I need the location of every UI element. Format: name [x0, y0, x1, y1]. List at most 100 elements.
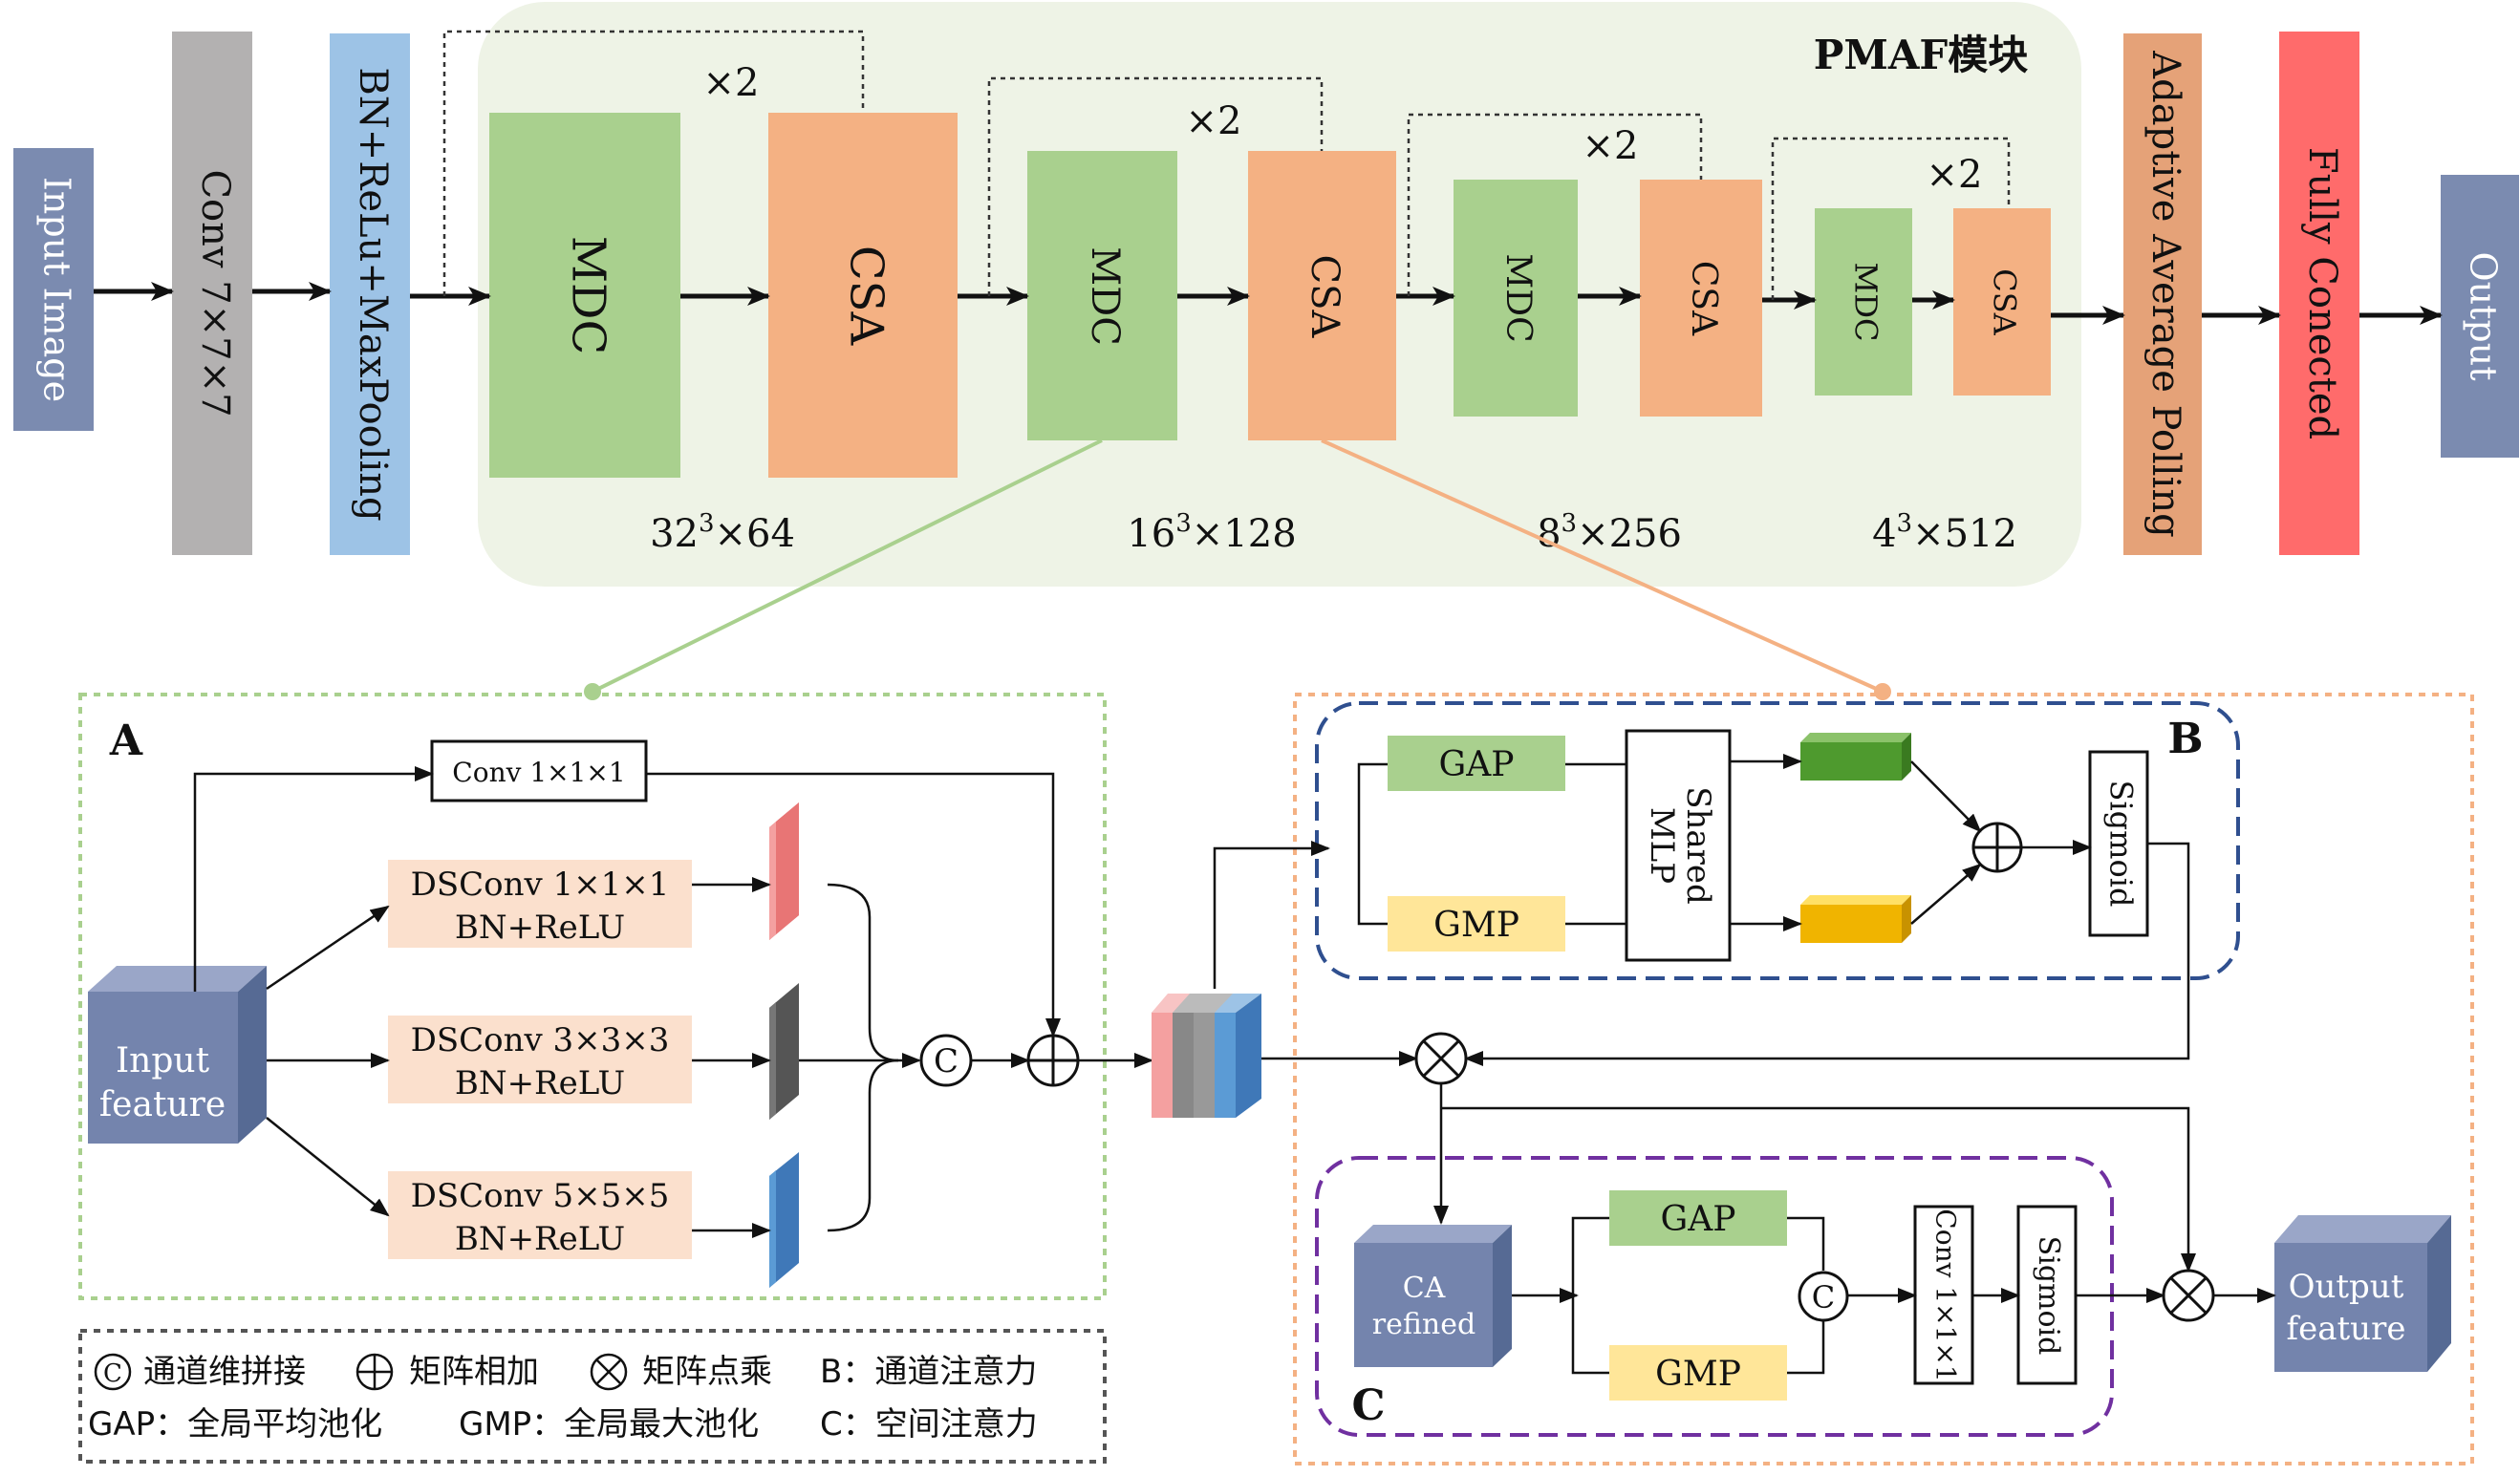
pink-feature-slab — [769, 802, 799, 940]
repeat-label-2: ×2 — [1186, 99, 1242, 143]
input-feature-line2: feature — [99, 1085, 226, 1124]
conv-label: Conv 7×7×7 — [193, 169, 237, 417]
legend-concat-icon-glyph: C — [103, 1359, 122, 1388]
legend: C 通道维拼接 矩阵相加 矩阵点乘 B：通道注意力 GAP：全局平均池化 GMP… — [78, 1329, 1107, 1464]
ca-refined-line1: CA — [1403, 1272, 1446, 1305]
concat-symbol-a: C — [934, 1042, 958, 1080]
csa-detail-connector — [1321, 439, 1884, 694]
top-arrows — [94, 282, 2443, 325]
repeat-label-4: ×2 — [1927, 153, 1983, 197]
input-image-block — [13, 148, 94, 431]
gmp-box-c — [1609, 1345, 1787, 1401]
csa-detail-connector-dot — [1874, 683, 1891, 700]
csa-label-3: CSA — [1684, 261, 1723, 336]
csa-label-1: CSA — [840, 246, 894, 347]
pmaf-title: PMAF模块 — [1814, 32, 2028, 78]
gap-label-c: GAP — [1661, 1200, 1736, 1239]
panel-b-arrows — [1213, 754, 2190, 1066]
mdc-label-4: MDC — [1848, 263, 1885, 342]
legend-add-icon — [355, 1353, 394, 1391]
legend-concat-icon — [94, 1353, 132, 1391]
shared-mlp-line2: MLP — [1643, 807, 1681, 884]
adaptive-pool-label: Adaptive Average Polling — [2143, 50, 2187, 537]
panel-a-label: A — [109, 717, 143, 765]
bn-relu-pool-label: BN+ReLu+MaxPooling — [351, 67, 395, 521]
dsconv3-line2: BN+ReLU — [455, 1064, 625, 1102]
panel-csa-frame — [1293, 693, 2474, 1465]
blue-feature-slab — [769, 1152, 799, 1288]
legend-gmp-text: GMP：全局最大池化 — [459, 1405, 759, 1444]
output-feature-line1: Output — [2289, 1268, 2404, 1306]
legend-mult-text: 矩阵点乘 — [642, 1353, 772, 1391]
input-image-label: Input Image — [36, 177, 78, 402]
gray-feature-slab — [769, 983, 799, 1120]
mdc-detail-connector-dot — [584, 683, 601, 700]
gmp-feature-bar — [1800, 895, 1911, 943]
csa-block-2 — [1248, 151, 1396, 440]
repeat-label-3: ×2 — [1583, 124, 1639, 168]
repeat-loops — [442, 30, 2011, 300]
mdc-label-1: MDC — [562, 236, 615, 354]
mdc-block-1 — [489, 113, 680, 478]
gmp-box-b — [1388, 896, 1565, 952]
csa-label-2: CSA — [1303, 255, 1346, 339]
legend-c-text: C：空间注意力 — [820, 1405, 1038, 1444]
panel-a-frame — [78, 693, 1107, 1300]
conv-label-c: Conv 1×1×1 — [1930, 1209, 1962, 1381]
bn-relu-pool-block — [330, 33, 410, 555]
add-circle-a — [1026, 1034, 1080, 1087]
stage-size-1: 323×64 — [650, 509, 795, 556]
input-feature-cube — [88, 966, 267, 1144]
dsconv5-box — [388, 1171, 692, 1259]
conv-box-c — [1913, 1205, 1974, 1385]
sigmoid-label-c: Sigmoid — [2032, 1236, 2065, 1356]
shared-mlp-line1: Shared — [1679, 786, 1717, 905]
csa-label-4: CSA — [1987, 268, 2023, 335]
mdc-label-3: MDC — [1498, 253, 1538, 342]
sigmoid-box-b — [2088, 750, 2149, 937]
legend-add-text: 矩阵相加 — [409, 1353, 539, 1391]
repeat-label-1: ×2 — [703, 61, 760, 105]
dsconv1-line2: BN+ReLU — [455, 909, 625, 947]
legend-mult-icon — [590, 1353, 628, 1391]
dsconv3-line1: DSConv 3×3×3 — [411, 1021, 670, 1059]
gap-box-b — [1388, 736, 1565, 791]
shared-mlp-box — [1625, 729, 1732, 962]
fully-connected-block — [2279, 32, 2359, 555]
dsconv1-line1: DSConv 1×1×1 — [411, 866, 670, 904]
ca-refined-line2: refined — [1372, 1308, 1475, 1341]
top-pipeline: PMAF模块 Input Image Conv 7×7×7 BN+ReLu+Ma… — [13, 2, 2519, 587]
csa-block-1 — [768, 113, 958, 478]
multiply-circle-main — [1414, 1032, 1468, 1085]
legend-frame — [78, 1329, 1107, 1464]
output-feature-line2: feature — [2287, 1310, 2406, 1348]
conv1x1-box — [430, 739, 648, 802]
legend-b-text: B：通道注意力 — [820, 1353, 1037, 1391]
panel-a: A Conv 1×1×1 DSConv 1×1×1 BN+ReLU DSConv… — [78, 693, 1153, 1300]
dsconv5-line2: BN+ReLU — [455, 1220, 625, 1258]
mdc-block-4 — [1815, 208, 1912, 396]
add-circle-b — [1971, 822, 2023, 873]
gap-feature-bar — [1800, 733, 1911, 781]
mdc-label-2: MDC — [1083, 246, 1127, 346]
gmp-label-c: GMP — [1655, 1355, 1741, 1394]
panel-csa: B GAP GMP Shared MLP Sigmoid — [1213, 693, 2474, 1465]
mdc-block-2 — [1027, 151, 1177, 440]
adaptive-pool-block — [2123, 33, 2202, 555]
stage-size-4: 43×512 — [1872, 509, 2017, 556]
dsconv5-line1: DSConv 5×5×5 — [411, 1177, 670, 1215]
multiply-circle-out — [2162, 1269, 2215, 1322]
conv1x1-label: Conv 1×1×1 — [452, 757, 625, 788]
output-feature-cube — [2274, 1215, 2451, 1372]
panel-b-label: B — [2167, 715, 2203, 763]
input-feature-line1: Input — [116, 1041, 210, 1080]
output-block — [2441, 175, 2519, 458]
concat-symbol-c: C — [1812, 1279, 1835, 1316]
mdc-block-3 — [1454, 180, 1578, 417]
ca-refined-cube — [1354, 1225, 1512, 1367]
csa-block-4 — [1953, 208, 2051, 396]
gap-label-b: GAP — [1439, 745, 1515, 784]
dsconv1-box — [388, 860, 692, 948]
stage-size-2: 163×128 — [1127, 509, 1296, 556]
